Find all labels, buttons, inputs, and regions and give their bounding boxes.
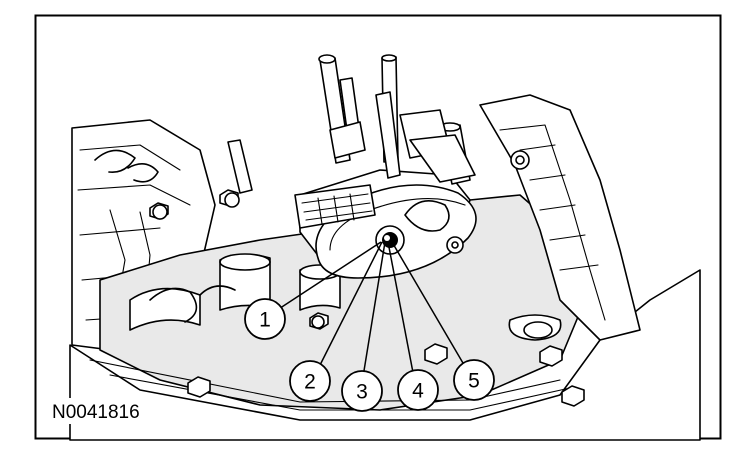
callout-leaders <box>264 241 471 384</box>
tubes <box>227 54 476 194</box>
callout-3: 3 <box>341 370 383 412</box>
callout-3-label: 3 <box>356 381 368 404</box>
figure-code: N0041816 <box>52 402 140 423</box>
callout-2: 2 <box>289 360 331 402</box>
callout-1-label: 1 <box>259 309 271 332</box>
callout-2-label: 2 <box>304 371 316 394</box>
callout-4: 4 <box>397 369 439 411</box>
callout-1: 1 <box>244 298 286 340</box>
callout-5: 5 <box>453 359 495 401</box>
transmission-drawing <box>69 54 701 441</box>
callout-5-label: 5 <box>468 370 480 393</box>
callout-4-label: 4 <box>412 380 424 403</box>
